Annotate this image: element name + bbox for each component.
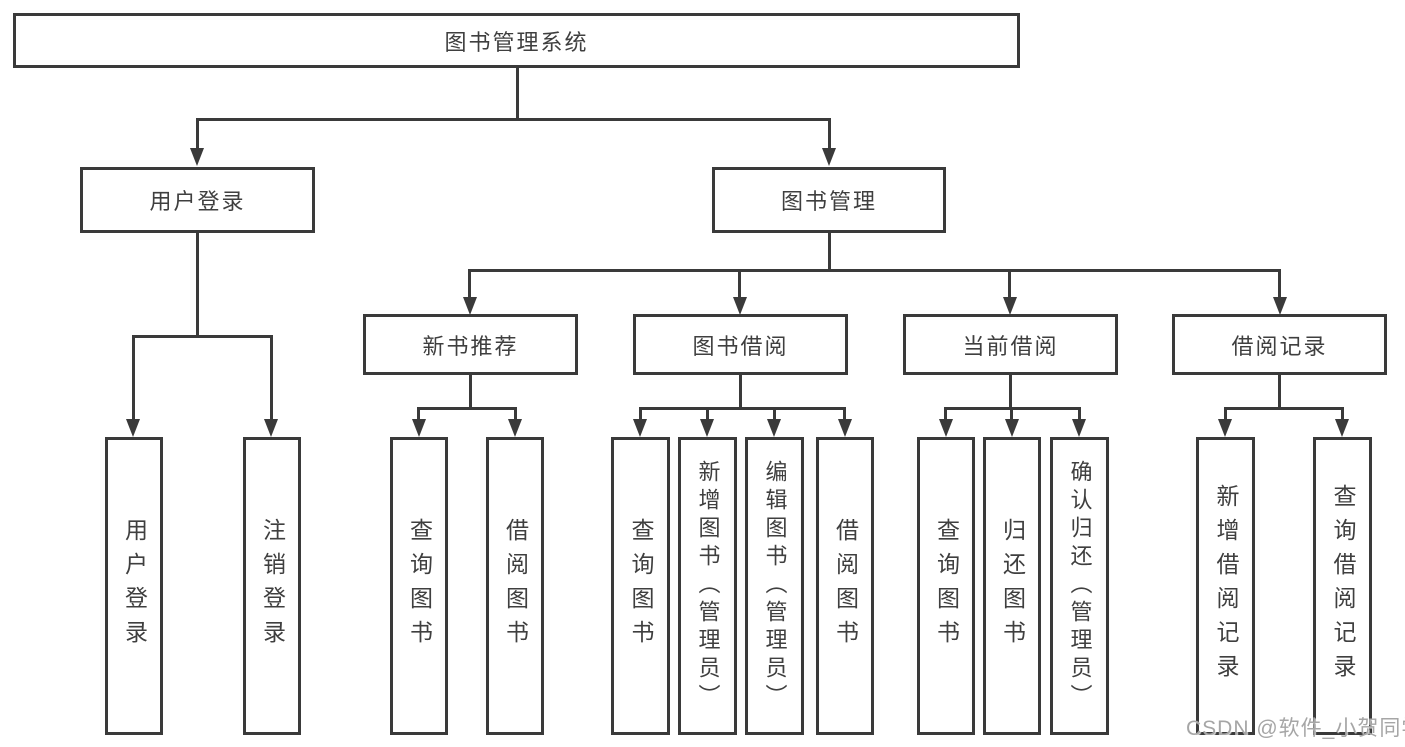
leaf-current-query-books-label: 查询图书	[933, 518, 960, 654]
connector-mgmt-stem	[828, 233, 831, 272]
leaf-borrow-query-books: 查询图书	[611, 437, 670, 735]
leaf-return-books: 归还图书	[983, 437, 1041, 735]
connector-borrow-leaf1	[639, 407, 642, 421]
connector-login-leaf2	[270, 335, 273, 421]
leaf-query-borrow-record-label: 查询借阅记录	[1330, 484, 1356, 688]
connector-records-leaf1	[1224, 407, 1227, 421]
leaf-recommend-borrow-books: 借阅图书	[486, 437, 544, 735]
connector-records-leaf2	[1341, 407, 1344, 421]
connector-login-stem	[196, 233, 199, 337]
csdn-watermark: CSDN @软件_小贺同学	[1186, 717, 1405, 740]
connector-borrow-leaf3	[773, 407, 776, 421]
connector-borrow-leaf2	[706, 407, 709, 421]
connector-current-leaf3	[1078, 407, 1081, 421]
connector-login-leaf1	[132, 335, 135, 421]
leaf-add-borrow-record-label: 新增借阅记录	[1213, 484, 1239, 688]
connector-current-stem	[1009, 375, 1012, 409]
arrow-down-icon	[733, 297, 747, 315]
leaf-current-query-books: 查询图书	[917, 437, 975, 735]
connector-borrow-stem	[739, 375, 742, 409]
node-user-login: 用户登录	[80, 167, 315, 233]
connector-to-current-borrow	[1008, 269, 1011, 299]
connector-borrow-bar	[640, 407, 846, 410]
connector-root-bar	[196, 118, 831, 121]
arrow-down-icon	[822, 148, 836, 166]
connector-recommend-bar	[418, 407, 517, 410]
leaf-borrow-books: 借阅图书	[816, 437, 874, 735]
node-new-book-recommend: 新书推荐	[363, 314, 578, 375]
node-user-login-label: 用户登录	[149, 189, 246, 214]
leaf-add-books-admin-label: 新增图书（管理员）	[695, 460, 721, 712]
arrow-down-icon	[939, 419, 953, 437]
arrow-down-icon	[1273, 297, 1287, 315]
connector-current-leaf2	[1010, 407, 1013, 421]
connector-mgmt-bar	[469, 269, 1281, 272]
connector-current-leaf1	[944, 407, 947, 421]
connector-root-stem	[516, 68, 519, 120]
node-current-borrow-label: 当前借阅	[962, 333, 1059, 359]
connector-recommend-leaf1	[417, 407, 420, 421]
leaf-borrow-books-label: 借阅图书	[832, 518, 859, 654]
leaf-confirm-return-admin: 确认归还（管理员）	[1050, 437, 1109, 735]
arrow-down-icon	[838, 419, 852, 437]
arrow-down-icon	[1072, 419, 1086, 437]
arrow-down-icon	[412, 419, 426, 437]
leaf-edit-books-admin: 编辑图书（管理员）	[745, 437, 804, 735]
connector-to-book-borrow	[738, 269, 741, 299]
connector-borrow-leaf4	[843, 407, 846, 421]
connector-recommend-leaf2	[514, 407, 517, 421]
node-book-borrow: 图书借阅	[633, 314, 848, 375]
leaf-add-borrow-record: 新增借阅记录	[1196, 437, 1255, 735]
node-new-book-recommend-label: 新书推荐	[422, 333, 519, 359]
connector-recommend-stem	[469, 375, 472, 409]
node-current-borrow: 当前借阅	[903, 314, 1118, 375]
arrow-down-icon	[463, 297, 477, 315]
leaf-user-login: 用户登录	[105, 437, 163, 735]
arrow-down-icon	[633, 419, 647, 437]
leaf-borrow-query-books-label: 查询图书	[628, 518, 654, 654]
node-book-management-label: 图书管理	[780, 189, 877, 214]
leaf-return-books-label: 归还图书	[999, 518, 1026, 654]
leaf-add-books-admin: 新增图书（管理员）	[678, 437, 737, 735]
arrow-down-icon	[1218, 419, 1232, 437]
node-library-system-label: 图书管理系统	[444, 29, 589, 55]
arrow-down-icon	[1335, 419, 1349, 437]
node-borrow-records: 借阅记录	[1172, 314, 1387, 375]
arrow-down-icon	[508, 419, 522, 437]
arrow-down-icon	[700, 419, 714, 437]
connector-records-stem	[1278, 375, 1281, 409]
leaf-query-borrow-record: 查询借阅记录	[1313, 437, 1372, 735]
arrow-down-icon	[264, 419, 278, 437]
connector-to-new-book	[468, 269, 471, 299]
connector-to-user-login	[196, 118, 199, 150]
arrow-down-icon	[126, 419, 140, 437]
arrow-down-icon	[1003, 297, 1017, 315]
leaf-user-login-label: 用户登录	[121, 518, 148, 654]
node-borrow-records-label: 借阅记录	[1231, 333, 1328, 359]
leaf-recommend-borrow-books-label: 借阅图书	[502, 518, 529, 654]
leaf-recommend-query-books-label: 查询图书	[406, 518, 433, 654]
leaf-recommend-query-books: 查询图书	[390, 437, 448, 735]
node-book-management: 图书管理	[712, 167, 946, 233]
leaf-confirm-return-admin-label: 确认归还（管理员）	[1067, 460, 1093, 712]
node-book-borrow-label: 图书借阅	[692, 333, 789, 359]
connector-to-borrow-records	[1278, 269, 1281, 299]
node-library-system: 图书管理系统	[13, 13, 1020, 68]
connector-records-bar	[1224, 407, 1343, 410]
leaf-logout-label: 注销登录	[259, 518, 286, 654]
arrow-down-icon	[1005, 419, 1019, 437]
arrow-down-icon	[767, 419, 781, 437]
connector-login-bar	[133, 335, 273, 338]
connector-to-book-management	[828, 118, 831, 150]
arrow-down-icon	[190, 148, 204, 166]
leaf-logout: 注销登录	[243, 437, 301, 735]
leaf-edit-books-admin-label: 编辑图书（管理员）	[762, 460, 788, 712]
